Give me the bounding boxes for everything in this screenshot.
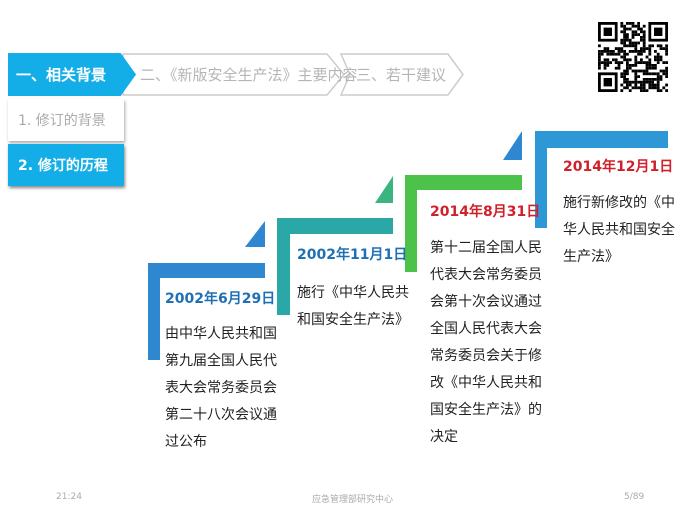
footer-org: 应急管理部研究中心 — [312, 495, 394, 505]
timeline-date: 2014年8月31日 — [430, 204, 541, 220]
timeline-text: 施行《中华人民共和国安全生产法》 — [297, 285, 409, 328]
timeline-text: 施行新修改的《中华人民共和国安全生产法》 — [563, 195, 675, 265]
step-1-bracket — [148, 263, 265, 360]
tab-label: 二、《新版安全生产法》主要内容 — [140, 66, 358, 84]
tab-suggestions[interactable]: 三、若干建议 — [340, 53, 465, 96]
timeline-text: 第十二届全国人民代表大会常务委员会第十次会议通过全国人民代表大会常务委员会关于修… — [430, 240, 542, 445]
page-number: 5/89 — [624, 492, 645, 502]
tab-label: 一、相关背景 — [16, 66, 107, 84]
subitem-revision-background[interactable]: 1. 修订的背景 — [8, 99, 124, 141]
footer-time: 21:24 — [56, 492, 82, 502]
step-2-bracket — [277, 218, 393, 315]
tab-outline — [340, 53, 464, 96]
timeline-date: 2014年12月1日 — [563, 159, 674, 175]
step-4-bracket — [535, 131, 668, 228]
timeline-date: 2002年6月29日 — [165, 291, 276, 307]
step-2-arrow — [375, 176, 393, 203]
subitem-label: 1. 修订的背景 — [18, 113, 106, 129]
step-1-arrow — [245, 221, 265, 247]
qr-code — [598, 22, 668, 92]
step-3-bracket — [405, 175, 522, 272]
timeline-text: 由中华人民共和国第九届全国人民代表大会常务委员会第二十八次会议通过公布 — [165, 326, 277, 450]
subitem-label: 2. 修订的历程 — [18, 158, 108, 174]
tab-label: 三、若干建议 — [356, 66, 447, 84]
tab-main-content[interactable]: 二、《新版安全生产法》主要内容 — [122, 53, 358, 96]
step-3-arrow — [503, 131, 522, 160]
timeline-date: 2002年11月1日 — [297, 247, 408, 263]
tab-background[interactable]: 一、相关背景 — [8, 53, 136, 96]
subitem-revision-history[interactable]: 2. 修订的历程 — [8, 144, 124, 186]
